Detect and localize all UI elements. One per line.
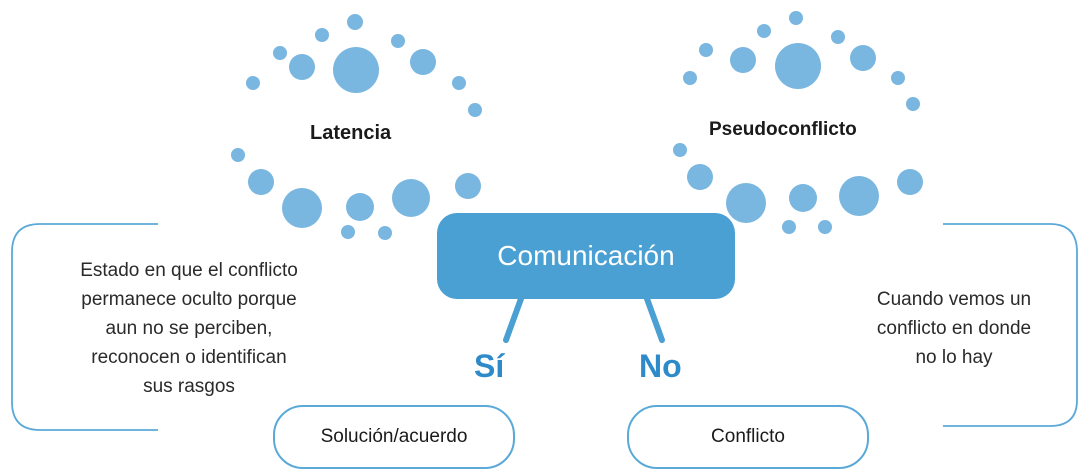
right-note-line: conflicto en donde — [876, 318, 1032, 339]
left-note-text: Estado en que el conflicto permanece ocu… — [26, 256, 352, 401]
right-note-line: no lo hay — [915, 347, 993, 368]
conflicto-label: Conflicto — [711, 426, 785, 447]
right-note-bracket — [943, 223, 1078, 427]
no-connector — [643, 293, 665, 343]
right-note-text: Cuando vemos un conflicto en donde no lo… — [838, 285, 1070, 372]
left-note-line: aun no se perciben, — [105, 318, 273, 339]
left-note-line: reconocen o identifican — [91, 347, 287, 368]
comunicacion-box: Comunicación — [437, 213, 735, 299]
comunicacion-label: Comunicación — [497, 240, 675, 271]
latencia-label: Latencia — [310, 122, 392, 144]
left-dot-cloud — [231, 14, 482, 240]
left-note-line: Estado en que el conflicto — [80, 260, 298, 281]
no-label: No — [639, 348, 682, 384]
left-note-bracket — [11, 223, 158, 431]
right-dot-cloud — [673, 11, 923, 234]
left-note-line: permanece oculto porque — [81, 289, 297, 310]
conflicto-box: Conflicto — [627, 405, 869, 469]
pseudoconflicto-label: Pseudoconflicto — [709, 119, 857, 140]
left-note-line: sus rasgos — [143, 376, 235, 397]
yes-connector — [503, 293, 525, 343]
solucion-acuerdo-label: Solución/acuerdo — [320, 426, 468, 447]
yes-label: Sí — [474, 348, 505, 384]
solucion-acuerdo-box: Solución/acuerdo — [273, 405, 515, 469]
right-note-line: Cuando vemos un — [876, 289, 1032, 310]
